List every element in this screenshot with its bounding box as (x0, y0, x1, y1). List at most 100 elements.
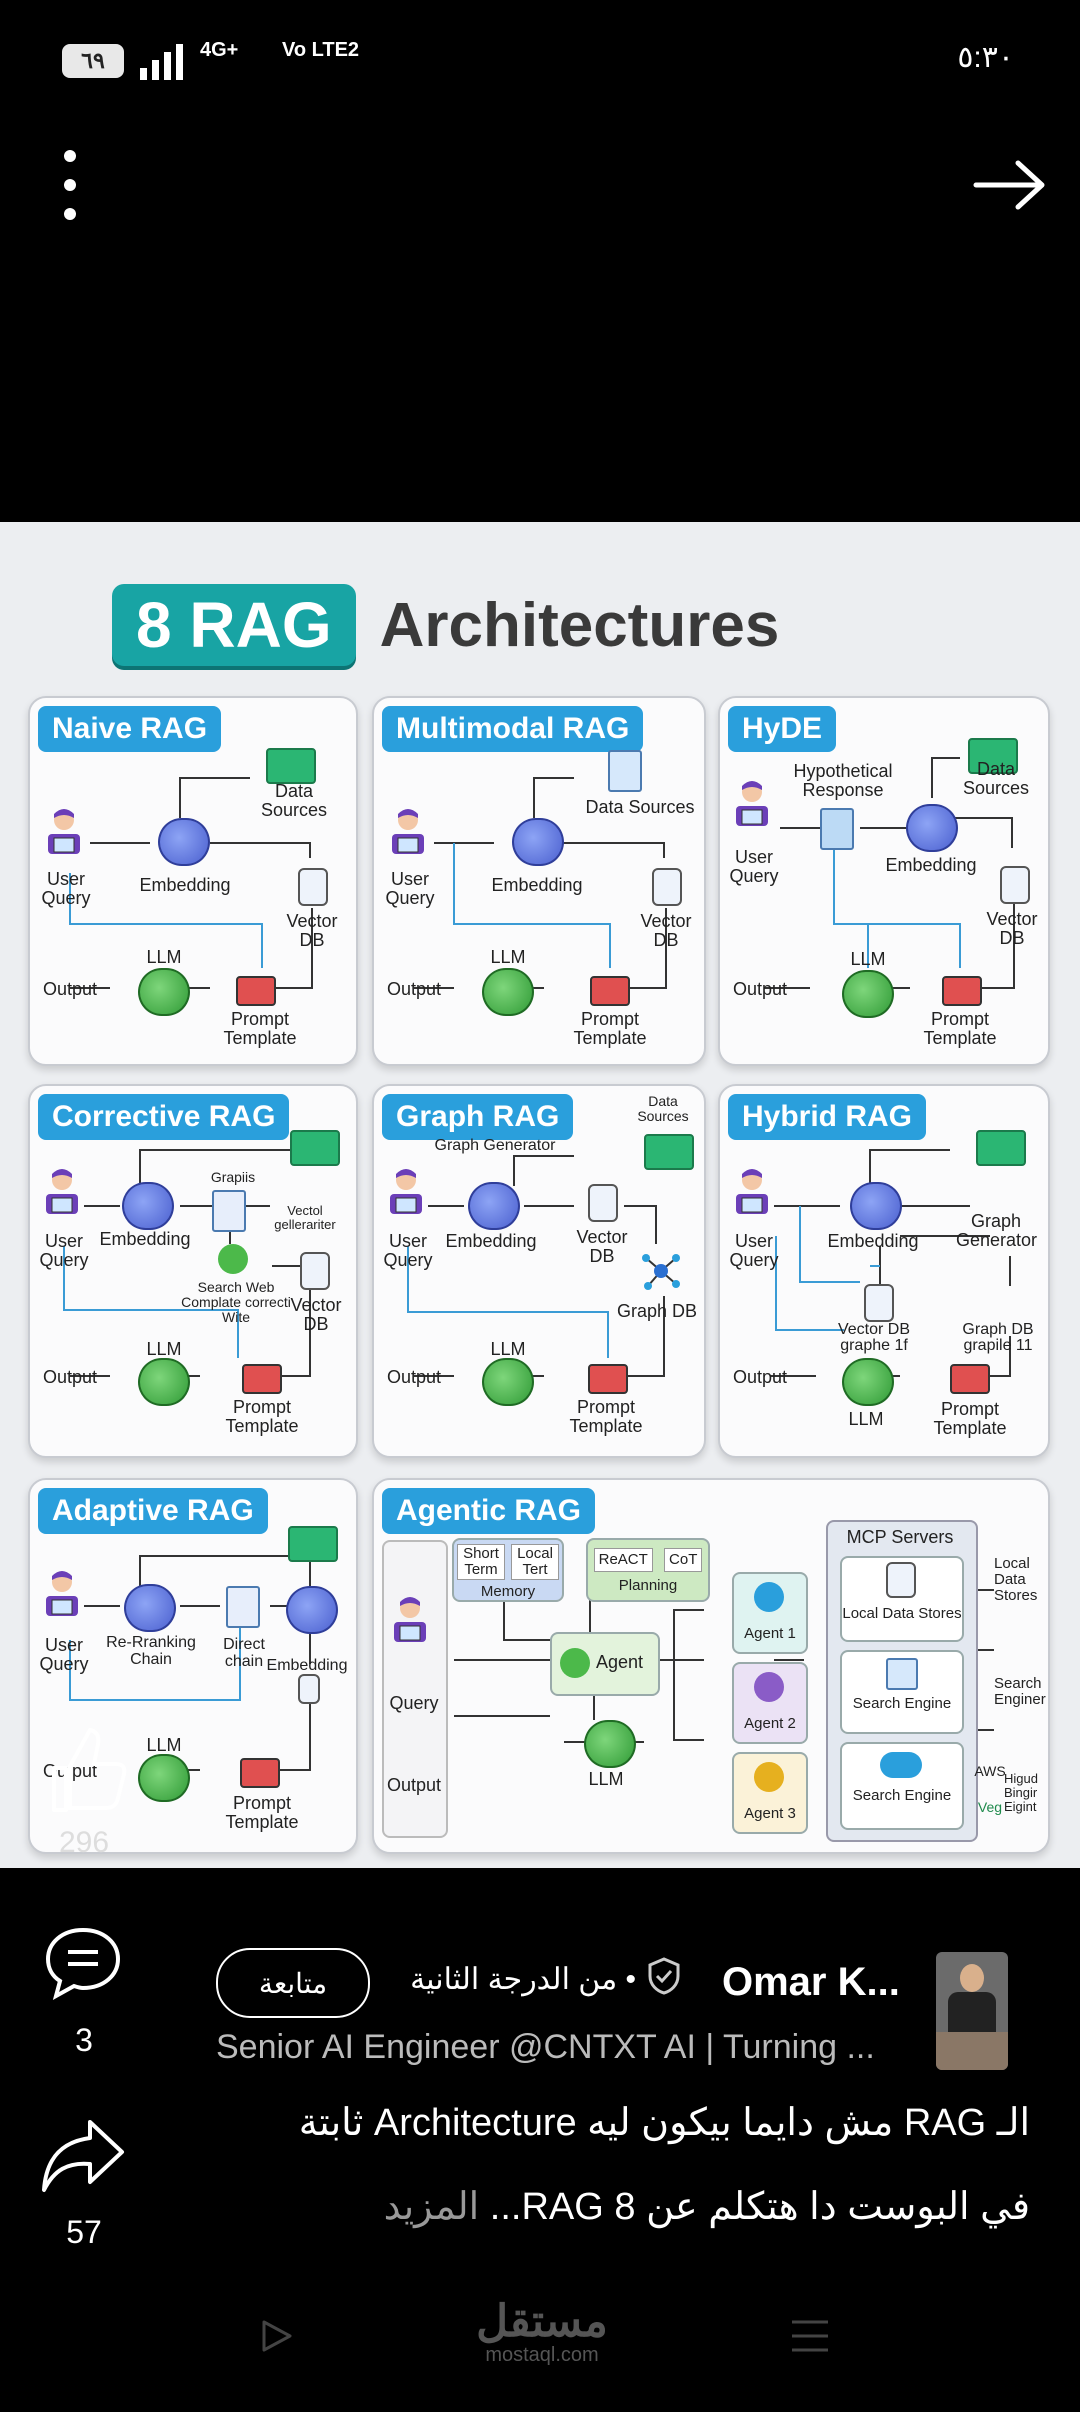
label-mcp-servers: MCP Servers (846, 1527, 954, 1547)
panel-title: Multimodal RAG (382, 706, 644, 752)
panel-hyde: HyDE Hypothetical Response Data Sources … (718, 696, 1050, 1066)
label-prompt-template: Prompt Template (225, 1793, 299, 1832)
label-data-sources: Data Sources (260, 781, 328, 820)
label-llm: LLM (146, 1339, 182, 1359)
label-embedding: Embedding (827, 1231, 919, 1251)
agent3-robot-icon (754, 1762, 784, 1792)
label-user-query: User Query (41, 869, 91, 908)
follow-button[interactable]: متابعة (216, 1948, 370, 2018)
search-web-icon (218, 1244, 248, 1274)
like-icon[interactable] (42, 1726, 128, 1816)
panel-title: HyDE (728, 706, 837, 752)
prompt-template-icon (242, 1364, 282, 1394)
title-text: Architectures (379, 590, 780, 660)
label-agent: Agent (596, 1652, 644, 1672)
flow-arrows (764, 757, 1015, 989)
label-react: ReACT (593, 1548, 653, 1572)
label-grapiis: Grapiis (210, 1169, 256, 1185)
clock: ٥:٣٠ (957, 41, 1014, 74)
label-higud: Higud Bingir Eigint (1004, 1771, 1038, 1814)
llm-brain-icon (138, 1358, 190, 1406)
comment-count: 3 (75, 2022, 93, 2058)
label-user-query: User Query (39, 1231, 89, 1270)
planning-box: ReACT CoT Planning (586, 1538, 710, 1602)
embedding-brain-icon (286, 1586, 338, 1634)
label-embedding: Embedding (885, 855, 977, 875)
share-count: 57 (66, 2214, 102, 2250)
label-output: Output (386, 1367, 442, 1387)
label-user-query: User Query (385, 869, 435, 908)
prompt-template-icon (950, 1364, 990, 1394)
verified-icon (648, 1957, 680, 1995)
user-icon (392, 809, 424, 854)
label-llm: LLM (146, 1735, 182, 1755)
data-sources-icon (644, 1134, 694, 1170)
arrow-right-icon[interactable] (970, 155, 1050, 215)
label-agent2: Agent 2 (744, 1715, 796, 1732)
author-name[interactable]: Omar K... (722, 1960, 900, 2004)
label-cot: CoT (664, 1548, 703, 1572)
play-icon[interactable] (256, 2316, 296, 2356)
menu-icon[interactable] (790, 2318, 830, 2354)
caption-line-2[interactable]: في البوست دا هتكلم عن RAG 8... المزيد (216, 2184, 1030, 2229)
panel-title: Hybrid RAG (728, 1094, 927, 1140)
local-data-stores-box: Local Data Stores (840, 1556, 964, 1642)
prompt-template-icon (590, 976, 630, 1006)
user-icon (390, 1169, 422, 1214)
like-count: 296 (58, 1826, 110, 1859)
connection-degree: • من الدرجة الثانية (410, 1963, 636, 1996)
label-llm: LLM (490, 1339, 526, 1359)
volte-indicator: Vo LTE2 (282, 39, 360, 61)
label-direct: Direct chain (223, 1636, 265, 1670)
document-icon (820, 808, 854, 850)
label-data-sources: Data Sources (962, 759, 1030, 798)
watermark: مستقل mostaql.com (472, 2300, 612, 2367)
data-sources-icon (608, 750, 642, 792)
llm-brain-icon (842, 970, 894, 1018)
share-icon[interactable] (40, 2116, 126, 2196)
label-llm: LLM (850, 949, 886, 969)
panel-hybrid-rag: Hybrid RAG User Query Embedding Graph Ge… (718, 1084, 1050, 1458)
label-vector-db: Vector DB graphe 1f (837, 1321, 911, 1354)
label-vector-db: Vector DB (576, 1227, 628, 1266)
avatar[interactable] (936, 1952, 1008, 2070)
post-image[interactable]: 8 RAG Architectures Naive RAG User Query… (0, 522, 1080, 1868)
search-engine2-box: Search Engine (840, 1742, 964, 1830)
author-headline: Senior AI Engineer @CNTXT AI | Turning .… (216, 2028, 875, 2066)
label-output: Output (732, 979, 788, 999)
comment-icon[interactable] (44, 1926, 122, 2000)
panel-naive-rag: Naive RAG User Query Embedding Data Sour… (28, 696, 358, 1066)
data-sources-icon (968, 738, 1018, 774)
label-local-tert: Local Tert (511, 1544, 559, 1580)
embedding-brain-icon (158, 818, 210, 866)
label-search-web: Search Web Complate correcti Wite (181, 1279, 291, 1325)
label-embedding: Embedding (491, 875, 583, 895)
prompt-template-icon (236, 976, 276, 1006)
vector-db-icon (300, 1252, 330, 1290)
label-user-query: User Query (39, 1635, 89, 1674)
reranking-brain-icon (124, 1584, 176, 1632)
caption-line-2-text: في البوست دا هتكلم عن RAG 8... (489, 2186, 1030, 2228)
llm-brain-icon (482, 968, 534, 1016)
label-graph-db: Graph DB (616, 1301, 698, 1321)
embedding-brain-icon (512, 818, 564, 866)
embedding-brain-icon (468, 1182, 520, 1230)
user-icon (736, 781, 768, 826)
search-engine1-box: Search Engine (840, 1650, 964, 1734)
user-icon (394, 1597, 426, 1642)
data-sources-icon (290, 1130, 340, 1166)
signal-icon (140, 40, 183, 80)
label-vector-db: Vector DB (290, 1295, 342, 1334)
label-output: Output (732, 1367, 788, 1387)
more-options-icon[interactable] (60, 150, 80, 220)
label-output: Output (42, 979, 98, 999)
prompt-template-icon (942, 976, 982, 1006)
see-more-link[interactable]: المزيد (383, 2186, 490, 2228)
llm-brain-icon (482, 1358, 534, 1406)
llm-brain-icon (584, 1720, 636, 1768)
label-user-query: User Query (383, 1231, 433, 1270)
graph-db-icon (642, 1254, 680, 1290)
label-output: Output (42, 1367, 98, 1387)
label-llm: LLM (146, 947, 182, 967)
label-graph-db: Graph DB grapile 11 (962, 1321, 1034, 1354)
